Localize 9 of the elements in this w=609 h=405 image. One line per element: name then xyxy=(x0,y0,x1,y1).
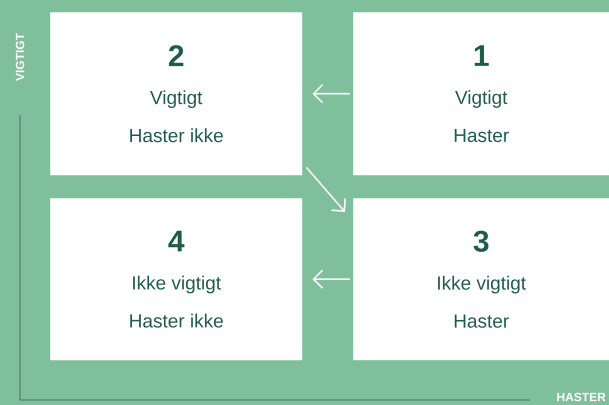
quadrant-box: 4 Ikke vigtigt Haster ikke xyxy=(50,198,302,360)
axis-label: VIGTIGT xyxy=(16,33,24,81)
quadrant-box: 1 Vigtigt Haster xyxy=(353,12,609,176)
axis-label: HASTER xyxy=(557,392,606,402)
quadrant-box: 3 Ikke vigtigt Haster xyxy=(353,198,609,360)
quadrant-box: 2 Vigtigt Haster ikke xyxy=(50,12,302,176)
arrow xyxy=(312,270,350,289)
arrow xyxy=(306,166,346,212)
arrow xyxy=(312,84,350,104)
